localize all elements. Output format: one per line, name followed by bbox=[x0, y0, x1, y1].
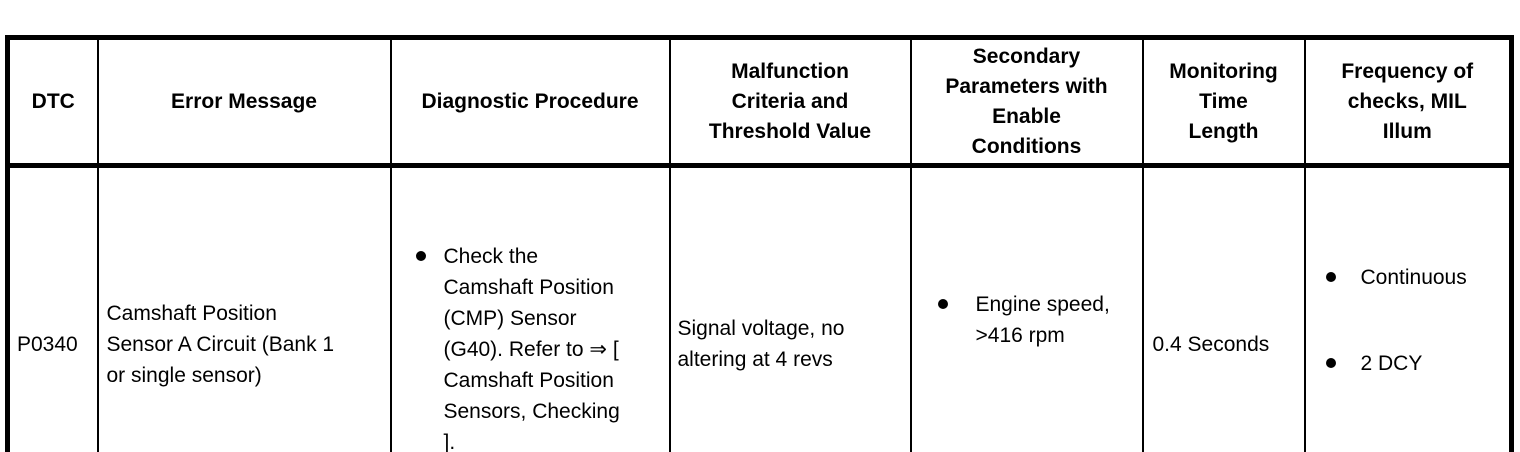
cell-malfunction-criteria: Signal voltage, no altering at 4 revs bbox=[668, 164, 912, 452]
list-item: 2 DCY bbox=[1325, 348, 1510, 379]
list-item: Engine speed, >416 rpm bbox=[937, 289, 1141, 351]
table-row: P0340 Camshaft Position Sensor A Circuit… bbox=[6, 164, 1513, 452]
list-item: Check the Camshaft Position (CMP) Sensor… bbox=[415, 241, 668, 452]
list-item: Continuous bbox=[1325, 262, 1510, 293]
column-header-frequency-of-checks: Frequency of checks, MIL Illum bbox=[1303, 36, 1513, 168]
cell-error-message: Camshaft Position Sensor A Circuit (Bank… bbox=[96, 164, 392, 452]
cell-dtc-code: P0340 bbox=[6, 164, 99, 452]
cell-secondary-parameters: Engine speed, >416 rpm bbox=[909, 164, 1144, 452]
bullet-icon bbox=[937, 299, 948, 309]
frequency-item-text: 2 DCY bbox=[1360, 351, 1423, 375]
secondary-parameters-list: Engine speed, >416 rpm bbox=[913, 258, 1141, 382]
column-header-error-message: Error Message bbox=[96, 36, 392, 168]
cell-frequency-of-checks: Continuous 2 DCY bbox=[1303, 164, 1513, 452]
secondary-parameter-text: Engine speed, >416 rpm bbox=[975, 293, 1110, 347]
column-header-secondary-parameters: Secondary Parameters with Enable Conditi… bbox=[909, 36, 1144, 168]
cell-diagnostic-procedure: Check the Camshaft Position (CMP) Sensor… bbox=[389, 164, 671, 452]
diagnostic-procedure-list: Check the Camshaft Position (CMP) Sensor… bbox=[393, 210, 668, 452]
header-row: DTC Error Message Diagnostic Procedure M… bbox=[6, 36, 1513, 168]
column-header-dtc: DTC bbox=[6, 36, 99, 168]
column-header-diagnostic-procedure: Diagnostic Procedure bbox=[389, 36, 671, 168]
frequency-item-text: Continuous bbox=[1360, 265, 1467, 289]
bullet-icon bbox=[1325, 271, 1336, 282]
column-header-malfunction-criteria: Malfunction Criteria and Threshold Value bbox=[668, 36, 912, 168]
cell-monitoring-time: 0.4 Seconds bbox=[1141, 164, 1306, 452]
column-header-monitoring-time: Monitoring Time Length bbox=[1141, 36, 1306, 168]
bullet-icon bbox=[1325, 357, 1336, 368]
dtc-table: DTC Error Message Diagnostic Procedure M… bbox=[5, 35, 1514, 452]
frequency-of-checks-list: Continuous 2 DCY bbox=[1307, 231, 1510, 410]
bullet-icon bbox=[415, 251, 426, 261]
diagnostic-step-text: Check the Camshaft Position (CMP) Sensor… bbox=[443, 245, 620, 452]
